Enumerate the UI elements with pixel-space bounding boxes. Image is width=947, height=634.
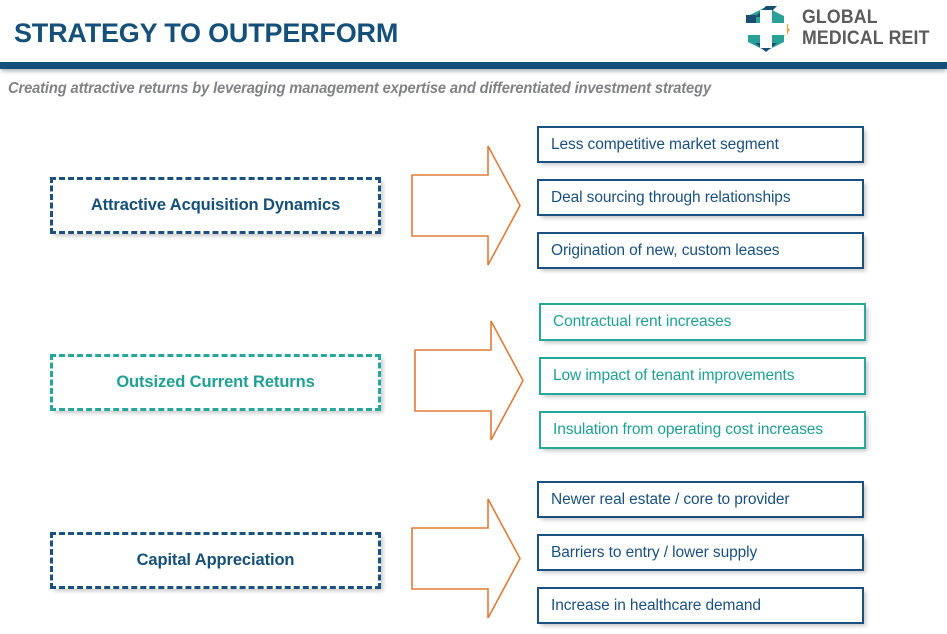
strategy-row-attractive-acquisition-dynamics: Attractive Acquisition Dynamics Less com…: [0, 126, 947, 286]
outcome-list: Contractual rent increases Low impact of…: [539, 303, 866, 449]
outcome-label: Deal sourcing through relationships: [551, 188, 791, 206]
outcome-item[interactable]: Barriers to entry / lower supply: [537, 534, 864, 571]
logo-line-1: GLOBAL: [802, 7, 878, 28]
pillar-label: Capital Appreciation: [136, 551, 295, 569]
title-divider-rule: [0, 62, 947, 69]
outcome-list: Newer real estate / core to provider Bar…: [537, 481, 864, 624]
outcome-label: Origination of new, custom leases: [551, 241, 780, 259]
outcome-item[interactable]: Deal sourcing through relationships: [537, 179, 864, 216]
outcome-item[interactable]: Origination of new, custom leases: [537, 232, 864, 269]
outcome-label: Barriers to entry / lower supply: [551, 543, 758, 561]
outcome-label: Contractual rent increases: [553, 313, 732, 330]
pillar-label: Attractive Acquisition Dynamics: [90, 196, 341, 214]
outcome-item[interactable]: Contractual rent increases: [539, 303, 866, 341]
outcome-item[interactable]: Insulation from operating cost increases: [539, 411, 866, 449]
outcome-item[interactable]: Newer real estate / core to provider: [537, 481, 864, 518]
outcome-label: Newer real estate / core to provider: [551, 490, 790, 508]
pinwheel-cross-icon: [740, 4, 792, 54]
outcome-item[interactable]: Low impact of tenant improvements: [539, 357, 866, 395]
orange-right-arrow-icon: [410, 497, 522, 620]
page-subtitle: Creating attractive returns by leveragin…: [8, 80, 711, 97]
pillar-box[interactable]: Attractive Acquisition Dynamics: [50, 177, 381, 234]
strategy-row-outsized-current-returns: Outsized Current Returns Contractual ren…: [0, 303, 947, 463]
strategy-row-capital-appreciation: Capital Appreciation Newer real estate /…: [0, 481, 947, 634]
pillar-box[interactable]: Outsized Current Returns: [50, 354, 381, 411]
logo-line-2: MEDICAL REIT: [802, 28, 930, 49]
page-title: STRATEGY TO OUTPERFORM: [14, 18, 399, 48]
orange-right-arrow-icon: [410, 144, 522, 267]
pillar-box[interactable]: Capital Appreciation: [50, 532, 381, 589]
outcome-label: Increase in healthcare demand: [551, 596, 761, 614]
logo-wordmark: GLOBAL MEDICAL REIT: [802, 7, 930, 49]
company-logo: GLOBAL MEDICAL REIT: [740, 4, 940, 54]
outcome-item[interactable]: Increase in healthcare demand: [537, 587, 864, 624]
outcome-list: Less competitive market segment Deal sou…: [537, 126, 864, 269]
pillar-label: Outsized Current Returns: [116, 373, 315, 391]
outcome-label: Insulation from operating cost increases: [553, 421, 823, 438]
outcome-item[interactable]: Less competitive market segment: [537, 126, 864, 163]
outcome-label: Less competitive market segment: [551, 135, 779, 153]
orange-right-arrow-icon: [413, 319, 525, 442]
outcome-label: Low impact of tenant improvements: [553, 367, 795, 384]
